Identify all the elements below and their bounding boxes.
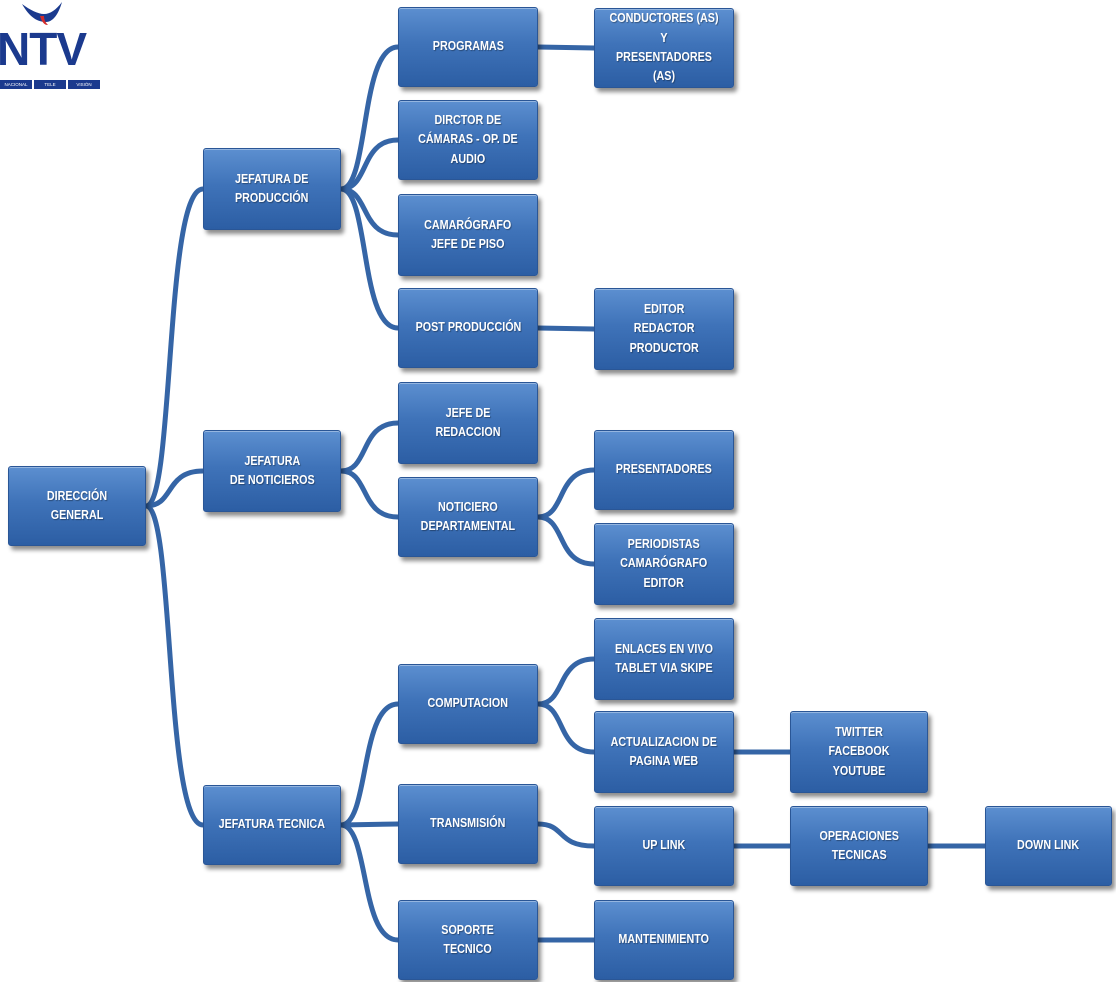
node-camarografo-jefe-piso: CAMARÓGRAFO JEFE DE PISO (398, 194, 538, 276)
connector-jef_tec-computacion (338, 701, 401, 828)
connector-noticiero-periodistas (535, 514, 597, 567)
node-label: CONDUCTORES (AS) Y PRESENTADORES (AS) (609, 11, 719, 84)
node-mantenimiento: MANTENIMIENTO (594, 900, 734, 980)
logo-word: VISIÓN (68, 80, 100, 89)
logo-word: NACIONAL (0, 80, 32, 89)
node-transmision: TRANSMISIÓN (398, 784, 538, 864)
node-actualizacion-pagina-web: ACTUALIZACION DE PAGINA WEB (594, 711, 734, 793)
node-label: PRESENTADORES (616, 462, 712, 477)
node-enlaces-en-vivo: ENLACES EN VIVO TABLET VIA SKIPE (594, 618, 734, 700)
node-label: ENLACES EN VIVO TABLET VIA SKIPE (615, 641, 713, 675)
node-presentadores: PRESENTADORES (594, 430, 734, 510)
node-up-link: UP LINK (594, 806, 734, 886)
node-label: JEFATURA TECNICA (218, 817, 326, 832)
node-twitter-facebook-youtube: TWITTER FACEBOOK YOUTUBE (790, 711, 928, 793)
node-label: TWITTER FACEBOOK YOUTUBE (828, 724, 890, 778)
node-label: UP LINK (642, 838, 686, 853)
node-label: DOWN LINK (1017, 838, 1080, 853)
connector-computacion-enlaces (535, 656, 597, 707)
node-operaciones-tecnicas: OPERACIONES TECNICAS (790, 806, 928, 886)
node-label: PROGRAMAS (432, 39, 504, 54)
connector-post-editor (535, 325, 597, 332)
node-label: COMPUTACION (427, 696, 509, 711)
connector-noticiero-presentadores (535, 467, 597, 520)
node-jefatura-noticieros: JEFATURA DE NOTICIEROS (203, 430, 341, 512)
ntv-logo: NTV NACIONAL TELE VISIÓN (0, 0, 104, 96)
logo-subtitle-bar: NACIONAL TELE VISIÓN (0, 80, 100, 89)
node-director-camaras: DIRCTOR DE CÁMARAS - OP. DE AUDIO (398, 100, 538, 180)
connector-direccion-jef_not (143, 468, 206, 509)
node-label: MANTENIMIENTO (618, 932, 710, 947)
node-label: OPERACIONES TECNICAS (819, 828, 899, 862)
node-periodistas: PERIODISTAS CAMARÓGRAFO EDITOR (594, 523, 734, 605)
node-label: DIRECCIÓN GENERAL (46, 488, 108, 522)
connector-jef_not-noticiero (338, 468, 401, 520)
node-label: NOTICIERO DEPARTAMENTAL (420, 499, 516, 533)
node-editor-redactor-productor: EDITOR REDACTOR PRODUCTOR (594, 288, 734, 370)
node-label: JEFE DE REDACCION (435, 405, 501, 439)
connector-transmision-uplink (535, 821, 597, 849)
node-post-produccion: POST PRODUCCIÓN (398, 288, 538, 368)
node-computacion: COMPUTACION (398, 664, 538, 744)
node-jefatura-tecnica: JEFATURA TECNICA (203, 785, 341, 865)
connector-jef_tec-soporte (338, 822, 401, 943)
node-label: DIRCTOR DE CÁMARAS - OP. DE AUDIO (418, 112, 518, 166)
logo-wordmark: NTV (0, 23, 87, 75)
node-label: EDITOR REDACTOR PRODUCTOR (629, 301, 699, 355)
node-conductores-presentadores: CONDUCTORES (AS) Y PRESENTADORES (AS) (594, 8, 734, 88)
node-label: TRANSMISIÓN (430, 816, 506, 831)
connector-computacion-actualizacion (535, 701, 597, 755)
node-label: CAMARÓGRAFO JEFE DE PISO (424, 217, 512, 251)
connector-jef_not-jefe_red (338, 420, 401, 474)
node-soporte-tecnico: SOPORTE TECNICO (398, 900, 538, 980)
node-jefe-redaccion: JEFE DE REDACCION (398, 382, 538, 464)
node-jefatura-produccion: JEFATURA DE PRODUCCIÓN (203, 148, 341, 230)
node-label: POST PRODUCCIÓN (415, 320, 521, 335)
node-programas: PROGRAMAS (398, 7, 538, 87)
connector-jef_prod-director (338, 137, 401, 192)
node-noticiero-departamental: NOTICIERO DEPARTAMENTAL (398, 477, 538, 557)
node-direccion-general: DIRECCIÓN GENERAL (8, 466, 146, 546)
connector-direccion-jef_prod (143, 186, 206, 509)
node-label: JEFATURA DE PRODUCCIÓN (235, 171, 309, 205)
node-down-link: DOWN LINK (985, 806, 1112, 886)
node-label: SOPORTE TECNICO (441, 922, 495, 956)
node-label: PERIODISTAS CAMARÓGRAFO EDITOR (620, 536, 708, 590)
connector-jef_tec-transmision (338, 821, 401, 828)
connector-programas-conductores (535, 44, 597, 51)
connector-jef_prod-programas (338, 44, 401, 192)
connector-direccion-jef_tec (143, 503, 206, 828)
node-label: JEFATURA DE NOTICIEROS (229, 453, 315, 487)
connector-jef_prod-post (338, 186, 401, 331)
bird-logo-icon (22, 2, 62, 25)
node-label: ACTUALIZACION DE PAGINA WEB (610, 734, 718, 768)
logo-word: TELE (34, 80, 66, 89)
